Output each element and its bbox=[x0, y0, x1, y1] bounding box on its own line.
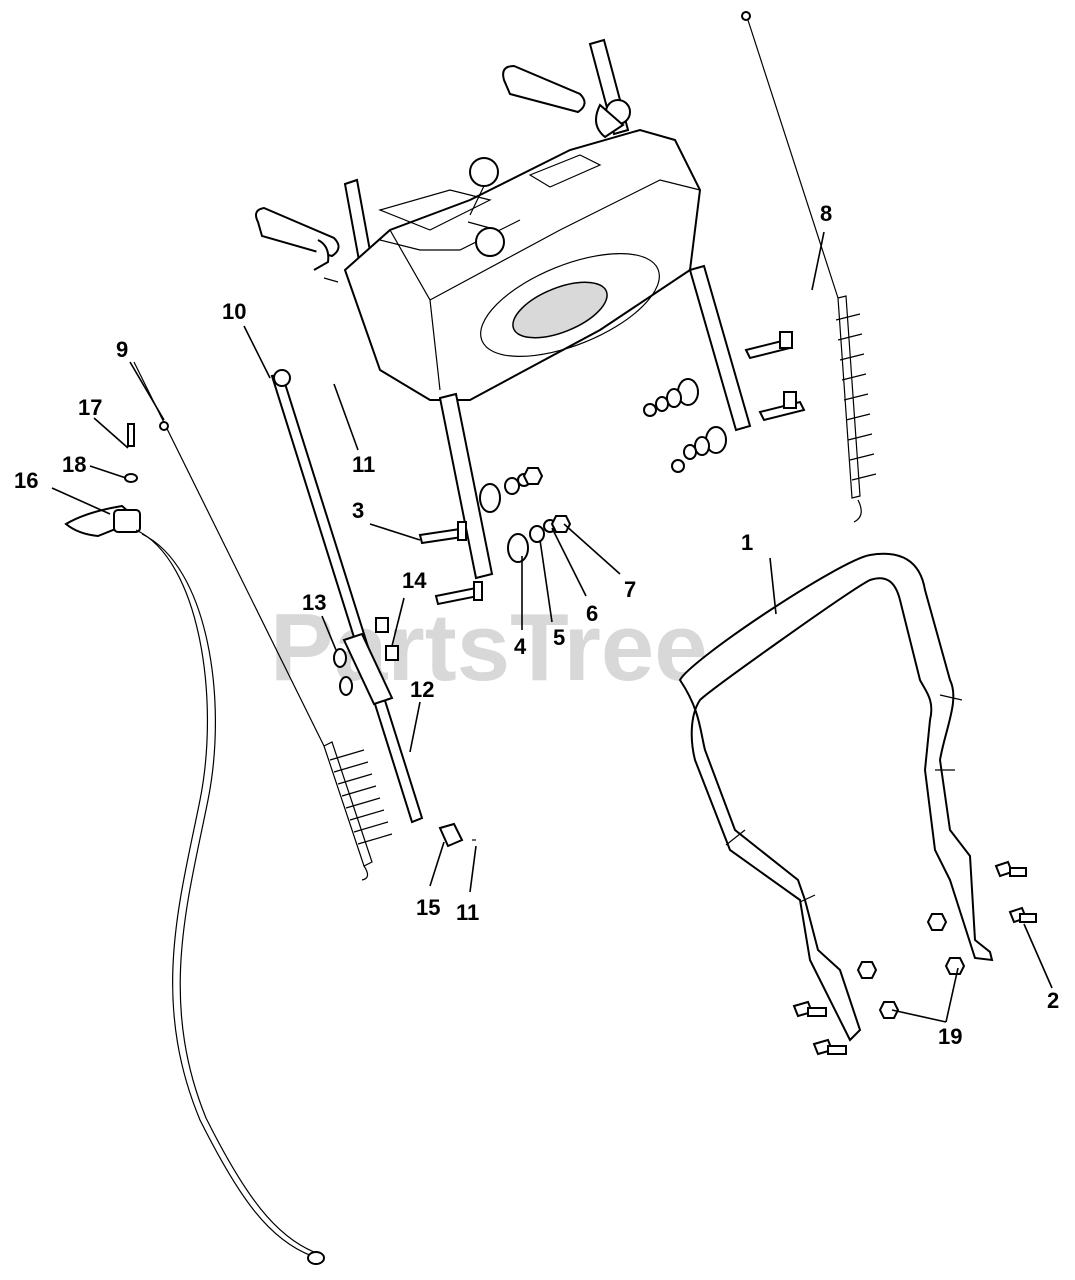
callout-7: 7 bbox=[624, 577, 636, 602]
callout-5: 5 bbox=[553, 625, 565, 650]
callout-11-lower: 11 bbox=[456, 900, 479, 925]
callout-1: 1 bbox=[741, 530, 753, 555]
callout-3: 3 bbox=[352, 498, 364, 523]
callout-14: 14 bbox=[402, 568, 427, 593]
lower-handle-hardware bbox=[792, 860, 1037, 1056]
upper-bolt-hardware bbox=[643, 331, 806, 473]
callout-17: 17 bbox=[78, 395, 102, 420]
callout-6: 6 bbox=[586, 601, 598, 626]
callout-10: 10 bbox=[222, 299, 246, 324]
trigger-control bbox=[64, 423, 325, 1265]
callout-2: 2 bbox=[1047, 988, 1059, 1013]
control-panel-assembly bbox=[255, 38, 752, 580]
callout-12: 12 bbox=[410, 677, 434, 702]
callout-9: 9 bbox=[116, 337, 128, 362]
auger-cable bbox=[133, 361, 393, 881]
callout-18: 18 bbox=[62, 452, 86, 477]
callout-8: 8 bbox=[820, 201, 832, 226]
callout-11-upper: 11 bbox=[352, 452, 375, 477]
carriage-bolt-hardware bbox=[418, 467, 572, 606]
lower-handle bbox=[678, 552, 994, 1042]
callout-labels: 1 2 3 4 5 6 7 8 9 10 11 11 12 13 14 15 1… bbox=[14, 201, 1059, 1049]
callout-4: 4 bbox=[514, 634, 527, 659]
callout-19: 19 bbox=[938, 1024, 962, 1049]
drive-cable bbox=[741, 11, 877, 523]
leader-lines bbox=[51, 231, 1053, 1023]
callout-13: 13 bbox=[302, 590, 326, 615]
shift-rod bbox=[270, 277, 476, 848]
callout-15: 15 bbox=[416, 895, 440, 920]
callout-16: 16 bbox=[14, 468, 38, 493]
